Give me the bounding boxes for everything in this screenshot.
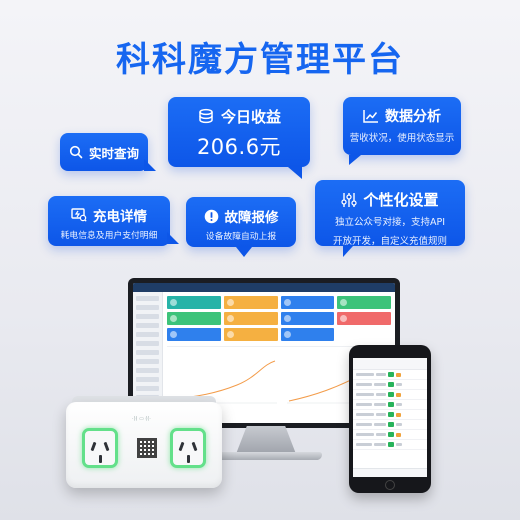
data-analysis-label: 数据分析 [385, 109, 441, 125]
list-item [353, 430, 427, 440]
income-bubble: 今日收益 206.6元 [168, 97, 310, 179]
smart-socket-device: ·)) ▭ ((· [66, 402, 222, 488]
stat-tile [223, 312, 278, 325]
list-item [353, 420, 427, 430]
data-analysis-bubble: 数据分析 营收状况，使用状态显示 [343, 97, 461, 165]
charge-detail-desc: 耗电信息及用户支付明细 [60, 231, 158, 241]
phone [349, 345, 431, 493]
coins-icon [197, 108, 215, 126]
stat-tile [223, 296, 278, 309]
data-analysis-desc: 营收状况，使用状态显示 [349, 133, 455, 144]
repair-desc: 设备故障自动上报 [205, 232, 277, 242]
income-label: 今日收益 [220, 108, 281, 126]
stat-tile [223, 328, 278, 341]
stat-tile [280, 312, 335, 325]
phone-screen [353, 358, 427, 477]
charge-detail-icon [71, 208, 87, 222]
custom-settings-desc-1: 独立公众号对接，支持API [334, 217, 446, 228]
list-item [353, 400, 427, 410]
income-amount: 206.6元 [196, 135, 282, 159]
custom-settings-label: 个性化设置 [363, 191, 439, 209]
bubble-tail [144, 159, 156, 171]
stat-tile [167, 312, 221, 325]
settings-icon [341, 192, 358, 208]
query-label: 实时查询 [88, 145, 139, 161]
custom-settings-bubble: 个性化设置 独立公众号对接，支持API 开放开发，自定义充值规则 [315, 180, 465, 257]
dashboard-header [133, 283, 395, 292]
phone-app-header [353, 358, 427, 370]
bubble-tail [343, 246, 353, 257]
repair-bubble: 故障报修 设备故障自动上报 [186, 197, 296, 257]
stat-tile [280, 296, 335, 309]
page-title: 科科魔方管理平台 [116, 40, 404, 80]
stat-tile [167, 328, 221, 341]
line-chart-icon [363, 109, 379, 123]
bubble-tail [167, 232, 179, 244]
list-item [353, 410, 427, 420]
query-bubble: 实时查询 [60, 133, 156, 171]
stat-tile [337, 312, 391, 325]
list-item [353, 380, 427, 390]
dashboard-body [167, 296, 395, 420]
device-top [72, 396, 216, 404]
socket-left [82, 428, 118, 468]
stat-tiles [167, 296, 391, 341]
stat-tile [337, 296, 391, 309]
bubble-tail [349, 155, 361, 165]
repair-label: 故障报修 [224, 210, 279, 226]
socket-right [170, 428, 206, 468]
bubble-tail [288, 167, 302, 179]
search-icon [69, 145, 83, 159]
alert-icon [204, 209, 219, 224]
stat-tile [167, 296, 221, 309]
phone-tab-bar [353, 468, 427, 477]
charge-detail-label: 充电详情 [93, 209, 147, 225]
device-logo: ·)) ▭ ((· [132, 416, 151, 422]
list-item [353, 370, 427, 380]
stat-tile [280, 328, 335, 341]
list-item [353, 440, 427, 450]
monitor-base [210, 452, 322, 460]
qr-code [137, 438, 157, 458]
custom-settings-desc-2: 开放开发，自定义充值规则 [332, 236, 447, 247]
home-button [385, 480, 395, 490]
monitor-stand [236, 426, 296, 454]
charge-detail-bubble: 充电详情 耗电信息及用户支付明细 [48, 196, 179, 246]
list-item [353, 390, 427, 400]
bubble-tail [236, 247, 252, 257]
